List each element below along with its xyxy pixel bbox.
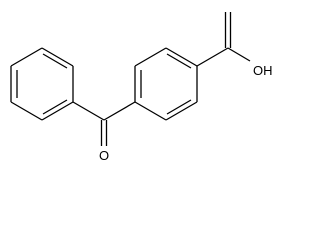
phenyl-bond-4 (10, 101, 43, 121)
hydroxyl-label: OH (253, 63, 273, 78)
ring-bond-3 (165, 47, 198, 67)
ketone-group: O (72, 101, 136, 163)
phenyl-double-bond-1 (42, 53, 68, 69)
ring-to-carboxyl-bond (196, 47, 229, 67)
phenyl-bond-6 (10, 47, 43, 67)
phenyl-ring (10, 47, 74, 121)
phenyl-bond-1 (41, 47, 74, 67)
phenyl-double-bond-2 (42, 99, 68, 115)
ring-double-bond-2 (166, 53, 192, 69)
carbonyl-to-ring-bond (103, 101, 136, 121)
ring-bond-6 (134, 101, 167, 121)
chemical-structure-diagram: O OH (10, 12, 273, 163)
ketone-oxygen-label: O (99, 148, 109, 163)
carboxyl-to-hydroxyl-bond (227, 47, 251, 62)
ring-double-bond-3 (166, 99, 192, 115)
phenyl-to-carbonyl-bond (72, 101, 105, 121)
benzoic-acid-ring (134, 47, 198, 121)
carboxylic-acid-group: OH (196, 12, 273, 78)
ring-bond-5 (165, 101, 198, 121)
phenyl-bond-3 (41, 101, 74, 121)
ring-bond-2 (134, 47, 167, 67)
